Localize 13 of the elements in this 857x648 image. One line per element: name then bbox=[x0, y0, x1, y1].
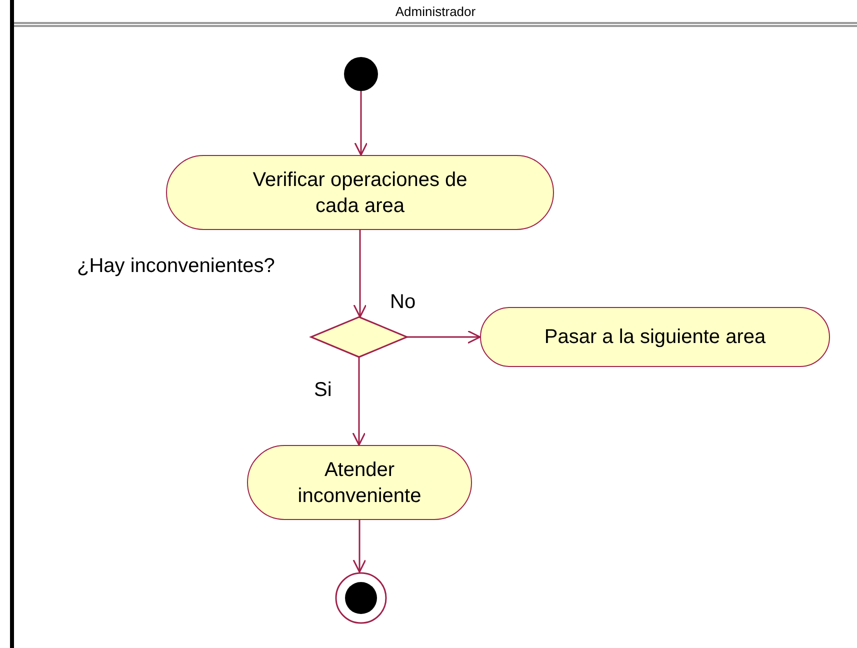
start-node bbox=[344, 57, 378, 91]
arrow bbox=[352, 357, 366, 446]
swimlane bbox=[10, 0, 857, 648]
arrow bbox=[352, 520, 366, 573]
arrow bbox=[354, 91, 368, 156]
activity-box: Pasar a la siguiente area bbox=[480, 307, 830, 367]
activity-box: Atender inconveniente bbox=[247, 445, 472, 520]
arrow bbox=[353, 230, 367, 318]
end-node bbox=[335, 572, 387, 624]
activity-box: Verificar operaciones de cada area bbox=[166, 155, 554, 230]
guard-question: ¿Hay inconvenientes? bbox=[77, 255, 275, 278]
arrow bbox=[407, 330, 481, 344]
decision-diamond bbox=[311, 317, 407, 357]
